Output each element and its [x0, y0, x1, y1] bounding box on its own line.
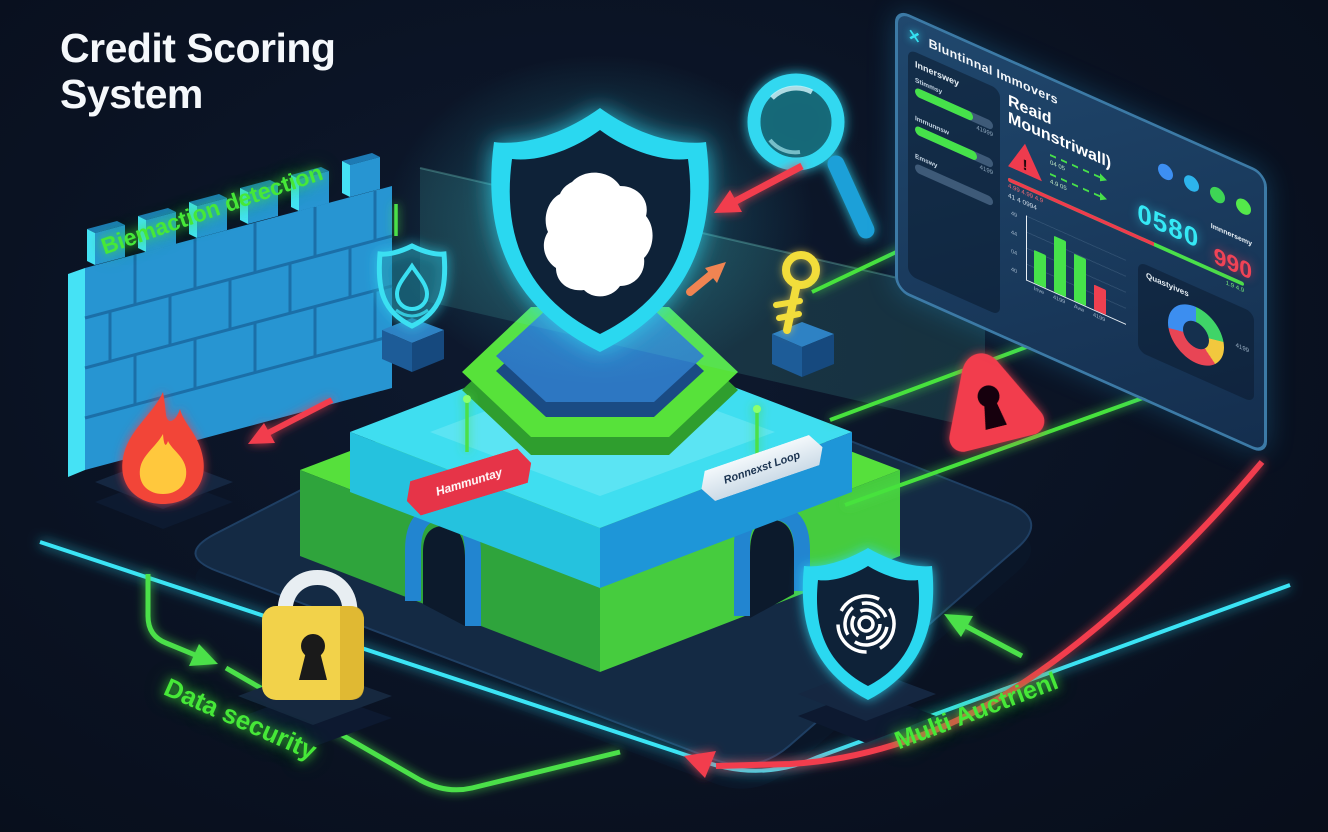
identity-shield-icon [385, 55, 815, 385]
title-line1: Credit Scoring [60, 25, 336, 71]
red-arrow-left [248, 397, 334, 444]
key-icon [772, 251, 834, 377]
page-title: Credit Scoring System [60, 25, 336, 118]
flame-icon [95, 392, 233, 529]
close-icon: ✕ [908, 25, 921, 49]
bar [1054, 235, 1066, 298]
bar-chart-yticks: 49 44 04 40 [1011, 211, 1018, 276]
magnifier-icon [747, 73, 875, 239]
padlock-icon [238, 570, 392, 747]
profile-blob [543, 172, 653, 297]
bar [1094, 284, 1106, 316]
bar [1034, 250, 1046, 289]
title-line2: System [60, 70, 203, 117]
red-loop-path [684, 460, 1265, 778]
alert-triangle-icon: ! [1008, 136, 1042, 181]
firewall-icon [68, 153, 393, 477]
fingerprint-shield-icon [798, 548, 936, 743]
donut-hole [1183, 316, 1209, 355]
banner-connectors [394, 204, 761, 456]
red-arrow-top [714, 162, 804, 213]
orange-arrow-small [686, 262, 726, 296]
warning-triangle-icon [949, 353, 1045, 452]
droplet-shield-icon [376, 243, 448, 372]
green-arrow-path [145, 574, 621, 793]
green-arrow-right [944, 614, 1024, 659]
bar [1074, 253, 1086, 307]
dashboard-sidebar: Innerswey Stimmsy 41999 Immunnsw 4199 Em… [908, 48, 1000, 316]
